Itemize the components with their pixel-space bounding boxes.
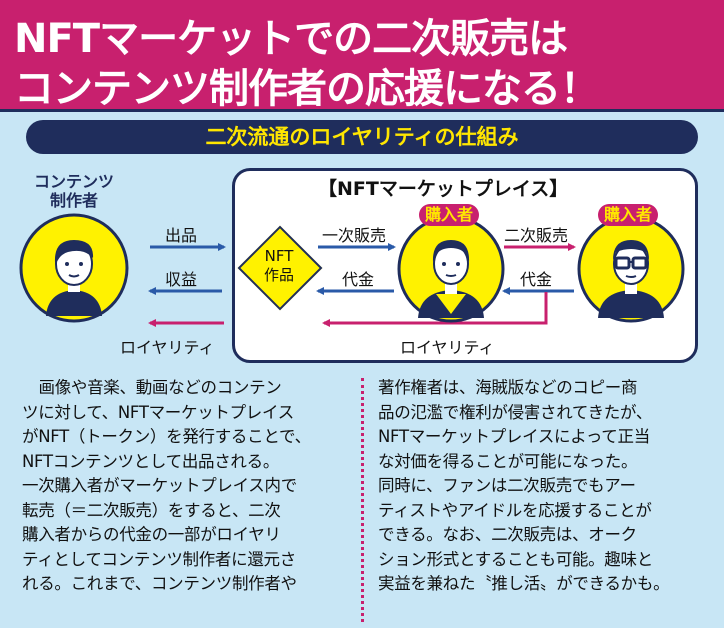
creator-label-line-2: 制作者	[49, 191, 98, 210]
headline-banner: NFTマーケットでの二次販売は コンテンツ制作者の応援になる！	[0, 0, 724, 112]
nft-work-line-1: NFT	[264, 247, 294, 265]
text-line: ティとしてコンテンツ制作者に還元さ	[22, 549, 296, 569]
royalty-arrow-inner	[322, 292, 548, 327]
payment-label-2: 代金	[520, 270, 553, 289]
creator-label: コンテンツ 制作者	[26, 172, 122, 210]
body-text-right: 著作権者は、海賊版などのコピー商 品の氾濫で権利が侵害されてきたが、 NFTマー…	[378, 376, 718, 597]
text-line: れる。これまで、コンテンツ制作者や	[22, 574, 297, 593]
second-sale-label: 二次販売	[504, 226, 569, 245]
listing-label: 出品	[165, 226, 198, 245]
text-line: 購入者からの代金の一部がロイヤリ	[22, 525, 281, 544]
nft-work-label: NFT 作品	[248, 247, 310, 285]
text-line: 転売（＝二次販売）をすると、二次	[22, 500, 281, 520]
text-line: ション形式とすることも可能。趣味と	[378, 549, 653, 569]
headline-line-1: NFTマーケットでの二次販売は	[14, 16, 568, 62]
nft-work-line-2: 作品	[263, 266, 294, 284]
text-line: ツに対して、NFTマーケットプレイス	[22, 402, 294, 422]
body-text-left: 画像や音楽、動画などのコンテン ツに対して、NFTマーケットプレイス がNFT（…	[22, 376, 362, 597]
creator-label-line-1: コンテンツ	[33, 172, 114, 191]
text-line: 画像や音楽、動画などのコンテン	[38, 378, 282, 397]
text-line: NFTコンテンツとして出品される。	[22, 451, 280, 471]
creator-avatar	[19, 213, 129, 323]
first-sale-label: 一次販売	[322, 226, 387, 245]
marketplace-title: 【NFTマーケットプレイス】	[318, 178, 569, 200]
diagram-title: 二次流通のロイヤリティの仕組み	[26, 120, 698, 154]
text-line: できる。なお、二次販売は、オーク	[378, 525, 637, 544]
royalty-label-inner: ロイヤリティ	[400, 338, 495, 357]
buyer-1-label: 購入者	[419, 204, 480, 226]
text-line: 一次購入者がマーケットプレイス内で	[22, 476, 297, 495]
text-line: NFTマーケットプレイスによって正当	[378, 427, 650, 446]
payment-label-1: 代金	[342, 270, 375, 289]
text-line: がNFT（トークン）を発行することで、	[22, 427, 311, 446]
text-line: 同時に、ファンは二次販売でもアー	[378, 476, 636, 495]
buyer-2-label: 購入者	[598, 204, 659, 226]
column-divider	[361, 378, 364, 622]
text-line: 品の氾濫で権利が侵害されてきたが、	[378, 402, 653, 422]
buyer-1-avatar	[397, 215, 505, 323]
text-line: 著作権者は、海賊版などのコピー商	[378, 378, 638, 397]
headline-line-2: コンテンツ制作者の応援になる！	[14, 66, 600, 112]
revenue-label: 収益	[165, 270, 198, 289]
text-line: ティストやアイドルを応援することが	[378, 500, 652, 520]
text-line: な対価を得ることが可能になった。	[378, 451, 638, 471]
text-line: 実益を兼ねた〝推し活〟ができるかも。	[378, 574, 670, 593]
royalty-label-outer: ロイヤリティ	[120, 338, 215, 357]
buyer-2-avatar	[577, 215, 685, 323]
